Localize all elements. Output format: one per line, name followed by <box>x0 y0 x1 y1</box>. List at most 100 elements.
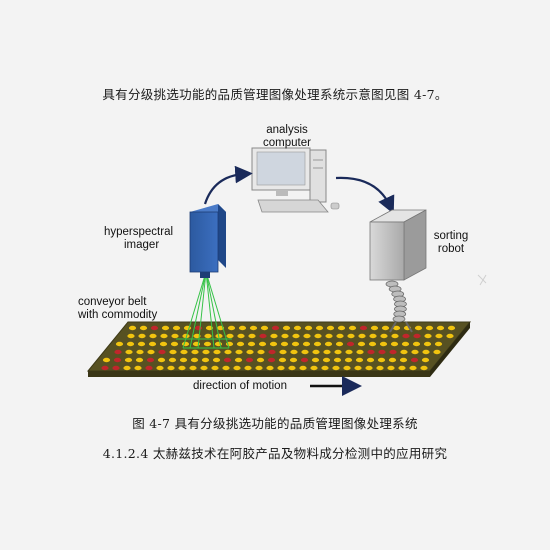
commodity-dot <box>343 365 351 371</box>
commodity-dot <box>356 349 364 355</box>
commodity-dot <box>409 365 417 371</box>
commodity-dot <box>292 333 300 339</box>
scan-beam <box>176 271 232 349</box>
commodity-dot <box>302 341 311 347</box>
label-line: robot <box>437 243 465 255</box>
direction-of-motion-label: direction of motion <box>193 380 287 392</box>
commodity-dot <box>180 349 188 355</box>
commodity-dot <box>172 325 181 331</box>
commodity-dot <box>366 357 375 363</box>
commodity-dot <box>145 365 153 371</box>
commodity-dot <box>401 341 410 347</box>
sorting-robot-label: sorting robot <box>426 230 476 256</box>
commodity-dot <box>139 325 148 331</box>
commodity-dot <box>101 365 109 371</box>
commodity-dot <box>400 349 408 355</box>
commodity-dot <box>421 357 430 363</box>
sorting-robot-icon <box>369 209 427 333</box>
commodity-dot <box>335 341 344 347</box>
commodity-dot <box>136 349 144 355</box>
commodity-dot <box>389 349 397 355</box>
commodity-dot <box>355 357 364 363</box>
label-line: computer <box>263 137 311 149</box>
commodity-dot <box>334 349 342 355</box>
commodity-dot <box>379 341 388 347</box>
hyperspectral-imager-icon <box>189 204 226 278</box>
commodity-dot <box>420 365 428 371</box>
commodity-dot <box>134 365 142 371</box>
analysis-computer-label: analysis computer <box>255 124 319 150</box>
robot-arm-segment <box>392 315 406 323</box>
commodity-dot <box>424 333 432 339</box>
commodity-dot <box>314 333 322 339</box>
commodity-dot <box>378 349 386 355</box>
commodity-dot <box>398 365 406 371</box>
commodity-dot <box>348 325 357 331</box>
commodity-dot <box>324 341 333 347</box>
commodity-dot <box>392 325 401 331</box>
commodity-dot <box>412 341 421 347</box>
section-heading: 4.1.2.4 太赫兹技术在阿胶产品及物料成分检测中的应用研究 <box>102 446 448 461</box>
commodity-dot <box>203 341 212 347</box>
commodity-dot <box>146 357 155 363</box>
commodity-dot <box>115 341 124 347</box>
data-arrow-left <box>203 165 253 205</box>
label-line: imager <box>124 239 160 251</box>
label-line: sorting <box>433 230 469 242</box>
commodity-dot <box>248 333 256 339</box>
conveyor-belt <box>86 321 472 377</box>
commodity-dot <box>288 365 296 371</box>
commodity-dot <box>299 365 307 371</box>
commodity-dot <box>249 325 258 331</box>
commodity-dot <box>304 325 313 331</box>
figure-caption: 图 4-7 具有分级挑选功能的品质管理图像处理系统 <box>132 416 418 431</box>
commodity-dot <box>156 365 164 371</box>
commodity-dot <box>167 365 175 371</box>
commodity-dot <box>333 357 342 363</box>
commodity-dot <box>169 349 177 355</box>
commodity-dot <box>281 333 289 339</box>
commodity-dot <box>138 333 146 339</box>
commodity-dot <box>423 341 432 347</box>
commodity-dot <box>113 357 122 363</box>
commodity-dot <box>168 357 177 363</box>
commodity-dot <box>434 341 443 347</box>
commodity-dot <box>332 365 340 371</box>
commodity-dot <box>344 357 353 363</box>
commodity-dot <box>388 357 397 363</box>
commodity-dot <box>189 365 197 371</box>
commodity-dot <box>315 325 324 331</box>
commodity-dot <box>313 341 322 347</box>
commodity-dot <box>149 333 157 339</box>
commodity-dot <box>322 357 331 363</box>
commodity-dot <box>227 325 236 331</box>
commodity-dot <box>179 357 188 363</box>
commodity-dot <box>270 333 278 339</box>
commodity-dot <box>150 325 159 331</box>
commodity-dot <box>259 333 267 339</box>
commodity-dot <box>268 349 276 355</box>
commodity-dot <box>194 325 203 331</box>
commodity-dot <box>291 341 300 347</box>
commodity-dot <box>369 333 377 339</box>
commodity-dot <box>171 333 179 339</box>
commodity-dot <box>376 365 384 371</box>
commodity-dot <box>137 341 146 347</box>
label-line: conveyor belt <box>78 296 147 308</box>
hyperspectral-imager-label: hyperspectral imager <box>104 226 173 252</box>
commodity-dot <box>310 365 318 371</box>
commodity-dot <box>178 365 186 371</box>
commodity-dot <box>279 349 287 355</box>
commodity-dot <box>425 325 434 331</box>
commodity-dot <box>280 341 289 347</box>
commodity-dot <box>201 357 210 363</box>
conveyor-belt-label: conveyor belt with commodity <box>78 296 157 322</box>
computer-icon <box>251 147 340 213</box>
commodity-dot <box>236 341 245 347</box>
commodity-dot <box>414 325 423 331</box>
commodity-dot <box>311 357 320 363</box>
commodity-dot <box>161 325 170 331</box>
commodity-dot <box>181 341 190 347</box>
commodity-dot <box>158 349 166 355</box>
commodity-dot <box>359 325 368 331</box>
